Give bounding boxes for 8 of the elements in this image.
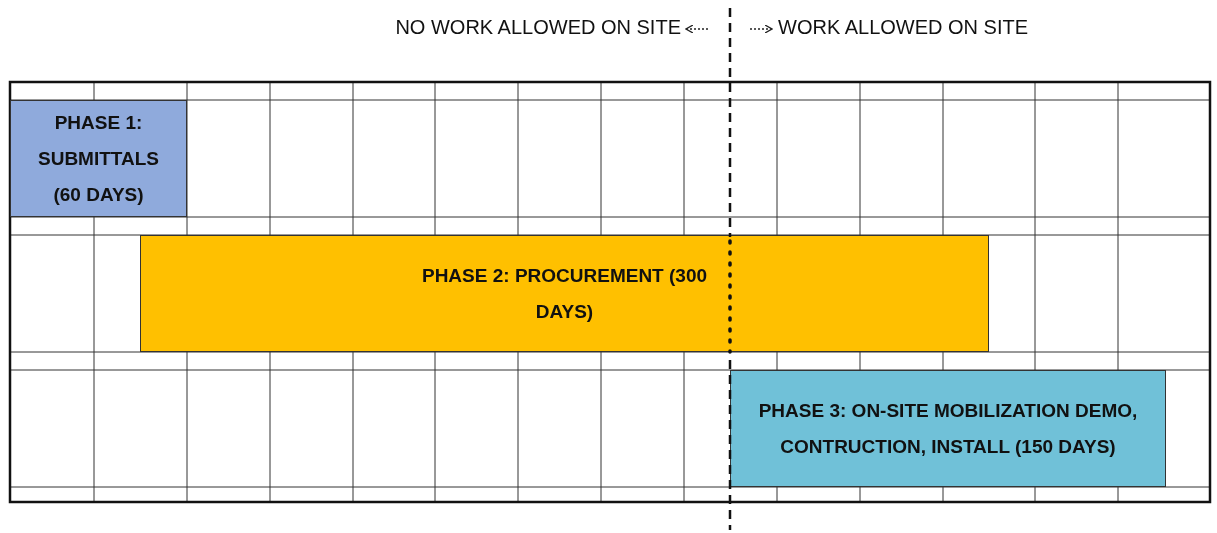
zone-label: WORK ALLOWED ON SITE <box>778 16 1029 39</box>
phase-bar <box>730 370 1166 487</box>
phase-bar <box>10 100 187 217</box>
phase-bar <box>140 235 989 352</box>
zone-label: NO WORK ALLOWED ON SITE <box>395 16 681 39</box>
bar-label: PHASE 1: SUBMITTALS (60 DAYS) <box>37 110 160 207</box>
bar-label: PHASE 2: PROCUREMENT (300 DAYS) <box>420 263 709 324</box>
bar-label: PHASE 3: ON-SITE MOBILIZATION DEMO, CONTRUCTION, INSTALL (150 DAYS) <box>757 398 1139 459</box>
